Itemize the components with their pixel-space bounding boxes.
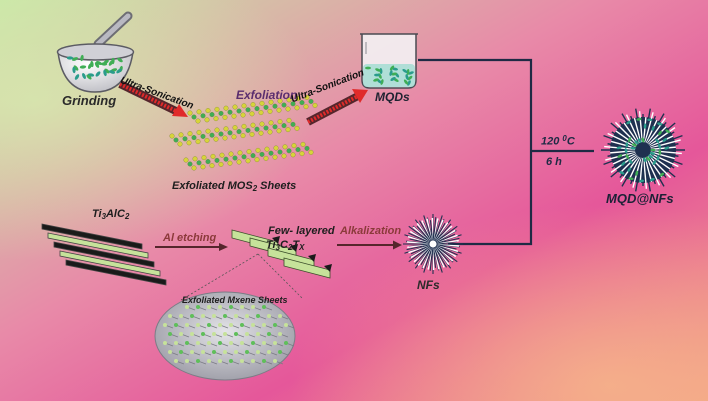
exfoliation-label: Exfoliation <box>236 88 298 102</box>
temperature-label: 120 0C <box>541 134 575 148</box>
mortar-pestle-icon <box>56 11 135 93</box>
connector-lines <box>418 58 594 246</box>
grinding-label: Grinding <box>62 93 117 108</box>
beaker-icon <box>360 33 418 89</box>
al-etching-arrow <box>155 243 228 251</box>
alkalization-arrow <box>337 240 402 250</box>
mqd-nfs-label: MQD@NFs <box>606 191 674 206</box>
al-etching-label: Al etching <box>163 232 217 244</box>
ti3alc2-label: Ti3AlC2 <box>92 208 130 221</box>
ti3c2tx-label: Ti3C2TX <box>266 239 305 252</box>
exfoliated-mxene-disc <box>154 253 303 381</box>
nanoflower-icon <box>403 214 463 274</box>
few-layered-mxene-stack <box>231 229 332 279</box>
exfoliated-mos2-label: Exfoliated MOS2 Sheets <box>172 180 297 193</box>
time-label: 6 h <box>546 156 562 168</box>
nfs-label: NFs <box>417 278 440 292</box>
ultrasonication-arrow-1 <box>118 80 188 117</box>
mqds-label: MQDs <box>375 90 410 104</box>
few-layered-label: Few- layered <box>268 225 335 237</box>
mqd-nanoflower-icon <box>601 108 685 192</box>
exfoliated-mos2-sheets <box>169 94 318 171</box>
alkalization-label: Alkalization <box>340 225 402 237</box>
ultrasonication-arrow-2 <box>306 89 368 126</box>
exfoliated-mxene-label: Exfoliated Mxene Sheets <box>182 295 288 305</box>
ti3alc2-stack <box>41 223 167 286</box>
